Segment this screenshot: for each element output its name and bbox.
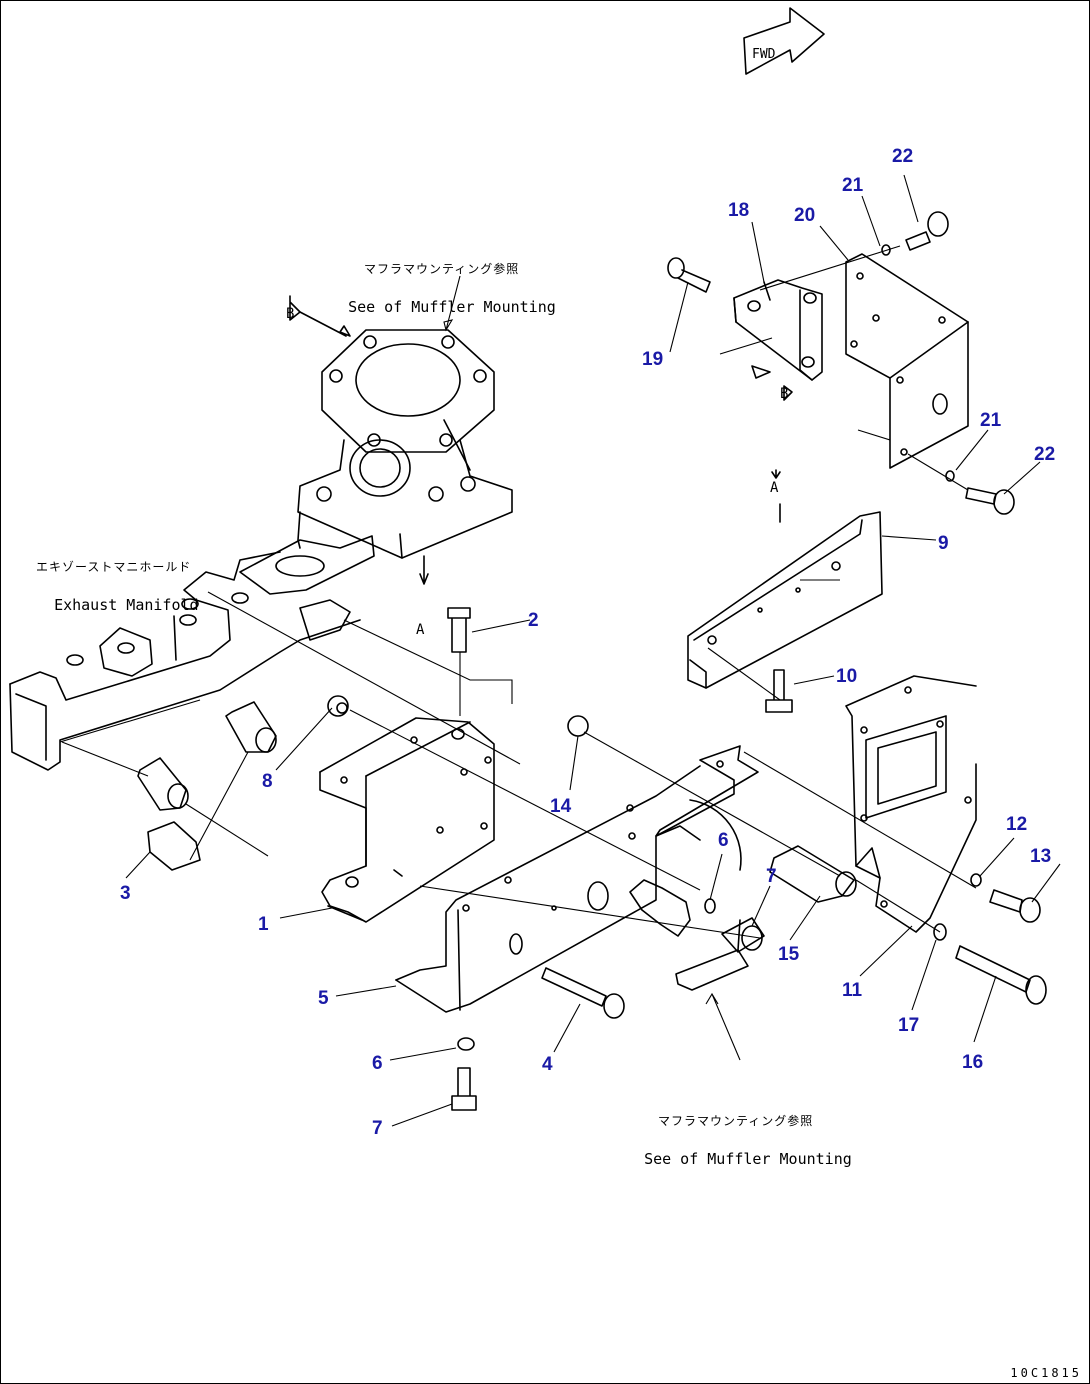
callout-14: 14	[550, 796, 572, 817]
small-bracket	[629, 879, 749, 991]
callout-6-right: 6	[718, 830, 729, 851]
callout-1: 1	[258, 914, 269, 935]
exhaust-manifold	[9, 535, 375, 771]
bracket-part-1	[319, 717, 495, 923]
callout-20: 20	[794, 205, 815, 226]
forward-direction-arrow: FWD	[743, 7, 825, 75]
note-exhaust-manifold: エキゾーストマニホールド Exhaust Manifold	[36, 520, 199, 615]
note-jp: マフラマウンティング参照	[658, 1114, 814, 1128]
leader-lines	[125, 174, 1061, 1127]
drawing-number: 10C1815	[1010, 1366, 1082, 1380]
callout-22-top: 22	[892, 146, 913, 167]
note-jp: エキゾーストマニホールド	[36, 560, 192, 574]
callout-21-lower: 21	[980, 410, 1002, 431]
bracket-part-20	[845, 253, 969, 469]
ref-letter-a-1: A	[416, 622, 425, 638]
note-jp: マフラマウンティング参照	[364, 262, 520, 276]
bracket-part-18	[719, 279, 823, 401]
callout-5: 5	[318, 988, 329, 1009]
callout-15: 15	[778, 944, 800, 965]
callout-6-bottom: 6	[372, 1053, 383, 1074]
ref-letter-b-1: B	[780, 386, 788, 402]
bracket-part-11	[845, 675, 977, 933]
callout-22-lower: 22	[1034, 444, 1055, 465]
note-en: See of Muffler Mounting	[348, 298, 556, 316]
callout-18: 18	[728, 200, 749, 221]
callout-7-bottom: 7	[372, 1118, 383, 1139]
callout-2: 2	[528, 610, 539, 631]
fasteners	[137, 211, 1047, 1111]
part-callouts: 22 21 18 20 19 21 22 9 2 10 8 14 3 12 13…	[120, 146, 1055, 1139]
fwd-label: FWD	[752, 47, 776, 62]
note-see-muffler-mounting-bottom: マフラマウンティング参照 See of Muffler Mounting	[626, 1074, 852, 1169]
note-see-muffler-mounting-top: マフラマウンティング参照 See of Muffler Mounting	[330, 222, 556, 317]
callout-4: 4	[542, 1054, 553, 1075]
note-en: Exhaust Manifold	[54, 596, 199, 614]
bracket-part-5	[395, 745, 759, 1013]
callout-7-right: 7	[766, 866, 777, 887]
plate-part-9	[687, 511, 883, 689]
callout-17: 17	[898, 1015, 919, 1036]
callout-16: 16	[962, 1052, 983, 1073]
ref-letter-a-2: A	[770, 480, 779, 496]
callout-19: 19	[642, 349, 663, 370]
note-en: See of Muffler Mounting	[644, 1150, 852, 1168]
callout-9: 9	[938, 533, 949, 554]
callout-11: 11	[842, 980, 863, 1001]
callout-3: 3	[120, 883, 131, 904]
callout-21-top: 21	[842, 175, 864, 196]
callout-13: 13	[1030, 846, 1051, 867]
ref-letter-b-2: B	[286, 306, 294, 322]
alignment-lines	[61, 245, 977, 939]
turbocharger-elbow: A	[289, 275, 513, 638]
callout-12: 12	[1006, 814, 1027, 835]
callout-8: 8	[262, 771, 273, 792]
callout-10: 10	[836, 666, 857, 687]
